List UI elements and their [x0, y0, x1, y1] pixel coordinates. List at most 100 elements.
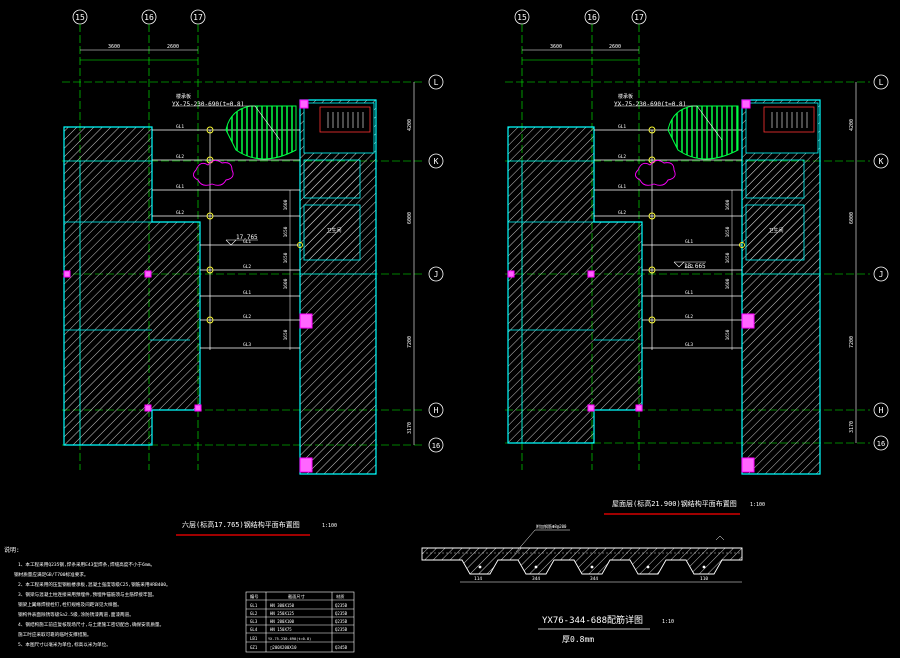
deck-dim: 110 [700, 576, 708, 582]
notes-line: 钢材质量应满足GB/T700标准要求。 [14, 571, 89, 578]
beam-label: GL2 [176, 154, 184, 160]
right-plan-scale: 1:100 [750, 502, 765, 508]
left-grid-row-K: K [434, 157, 439, 166]
left-hatched-walls: 卫生间 [63, 99, 377, 475]
table-cell: □200X200X10 [270, 645, 297, 650]
right-nodes [648, 126, 745, 324]
left-elevation: 17.765 [236, 234, 258, 241]
beam-label: GL3 [243, 342, 251, 348]
left-dim-top-2: 2600 [167, 44, 179, 50]
grid-col-15: 15 [75, 13, 85, 22]
table-cell: HN 250X125 [270, 611, 295, 616]
deck-detail-title: YX76-344-688配筋详图 [542, 614, 643, 626]
right-deck-callout: 楼承板 YX-75-230-690(t=0.8) [614, 93, 723, 141]
table-header: 截面尺寸 [288, 593, 305, 600]
left-plan-scale: 1:100 [322, 523, 337, 529]
table-cell: GL1 [250, 603, 258, 608]
table-cell: Q345B [335, 645, 348, 650]
table-cell: HN 300X150 [270, 603, 295, 608]
notes-line: 2、本工程采用的压型钢板楼承板,混凝土强度等级C25,钢筋采用HRB400。 [18, 581, 171, 588]
beam-label: GL1 [176, 124, 184, 130]
table-cell: GL2 [250, 611, 258, 616]
right-dim-top-2: 2600 [609, 44, 621, 50]
left-grid-row-L: L [434, 78, 439, 87]
left-room-label: 卫生间 [326, 227, 341, 234]
right-dim-top-1: 3600 [550, 44, 562, 50]
left-beam-labels: GL1 GL2 GL1 GL2 GL1 GL2 GL1 GL2 GL3 [176, 124, 251, 348]
deck-detail-scale: 1:10 [662, 619, 674, 625]
right-grid-row-K: K [879, 157, 884, 166]
right-deck-label: 楼承板 [618, 93, 633, 100]
right-elevation-mark: 13.665 [673, 261, 706, 270]
member-table: 编号 截面尺寸 材质 GL1 HN 300X150 Q235B GL2 HN 2… [245, 591, 355, 653]
beam-label: GL3 [685, 342, 693, 348]
notes-line: 钢构件表面除锈等级Sa2.5级,涂防锈漆两道,面漆两道。 [18, 611, 134, 618]
left-grid-row-H: H [434, 406, 439, 415]
right-grid-row-L: L [879, 78, 884, 87]
left-plan: 15 16 17 3600 2600 L K J [62, 9, 444, 536]
beam-label: GL1 [176, 184, 184, 190]
left-deck-callout: 楼承板 YX-75-230-690(t=0.8) [172, 93, 281, 141]
right-plan: 15 16 17 3600 2600 L K J H [505, 9, 889, 515]
right-room-label: 卫生间 [768, 227, 783, 234]
deck-callout: 附加钢筋Φ8@200 [536, 523, 567, 529]
right-dim-right-3: 7200 [849, 336, 855, 348]
notes-line: 钢梁上翼缘焊接栓钉,栓钉规格及间距详见大样图。 [18, 601, 122, 608]
right-grid-row-H: H [879, 406, 884, 415]
notes-line: 3、钢梁与混凝土柱连接采用预埋件,预埋件锚筋须与主筋焊接牢固。 [18, 591, 157, 598]
stair-dim: 1650 [283, 329, 289, 340]
deck-dim: 114 [474, 576, 482, 582]
table-cell: YX-75-230-690(t=0.8) [268, 637, 311, 641]
left-plan-title: 六层(标高17.765)钢结构平面布置图 1:100 [176, 520, 337, 536]
table-cell: GZ1 [250, 645, 258, 650]
right-revision-cloud [635, 160, 676, 186]
left-stair-beams [152, 129, 300, 350]
grid-col-17: 17 [634, 13, 644, 22]
left-stair-dims: 1600 1650 1650 1600 1650 [283, 190, 291, 350]
left-plan-title-text: 六层(标高17.765)钢结构平面布置图 [182, 520, 300, 529]
stair-dim: 1650 [725, 226, 731, 237]
left-deck-hatch [225, 105, 297, 160]
left-dim-right-4: 3170 [407, 422, 413, 434]
right-dim-right-2: 6000 [849, 212, 855, 224]
stair-dim: 1650 [283, 226, 289, 237]
stair-dim: 1650 [283, 252, 289, 263]
table-cell: HN 150X75 [270, 627, 292, 632]
deck-dim: 344 [532, 576, 540, 582]
left-dim-top-1: 3600 [108, 44, 120, 50]
table-cell: Q235B [335, 627, 348, 632]
beam-label: GL1 [685, 239, 693, 245]
notes-line: 施工时应采取可靠的临时支撑措施。 [18, 631, 92, 638]
left-revision-cloud [193, 160, 234, 186]
table-cell: Q235B [335, 603, 348, 608]
left-grid-row-J: J [434, 270, 439, 279]
grid-col-15: 15 [517, 13, 527, 22]
beam-label: GL2 [618, 210, 626, 216]
beam-label: GL2 [243, 264, 251, 270]
right-plan-title-text: 屋面层(标高21.900)钢结构平面布置图 [612, 499, 737, 508]
right-plan-title: 屋面层(标高21.900)钢结构平面布置图 1:100 [604, 499, 765, 515]
beam-label: GL2 [685, 314, 693, 320]
right-beam-labels: GL1 GL2 GL1 GL2 GL1 GL2 GL1 GL2 GL3 [618, 124, 693, 348]
right-columns [507, 99, 755, 473]
right-dim-right-4: 3170 [849, 421, 855, 433]
left-dim-right-2: 6000 [407, 212, 413, 224]
stair-dim: 1600 [725, 278, 731, 289]
beam-label: GL1 [243, 239, 251, 245]
stair-dim: 1650 [725, 252, 731, 263]
stair-dim: 1600 [725, 199, 731, 210]
grid-col-16: 16 [144, 13, 154, 22]
deck-dim: 344 [590, 576, 598, 582]
left-nodes [206, 126, 303, 324]
notes-line: 1、本工程采用Q235钢,焊条采用E43型焊条,焊缝高度不小于6mm。 [18, 561, 155, 568]
table-cell: GL3 [250, 619, 258, 624]
left-columns [63, 99, 313, 473]
table-cell: GL4 [250, 627, 258, 632]
notes-title: 说明: [4, 546, 20, 554]
grid-col-16: 16 [587, 13, 597, 22]
right-dim-right-1: 4200 [849, 119, 855, 131]
right-stair-dims: 1600 1650 1650 1600 1650 [725, 190, 733, 350]
table-cell: LB1 [250, 636, 258, 641]
table-header: 材质 [336, 593, 344, 600]
